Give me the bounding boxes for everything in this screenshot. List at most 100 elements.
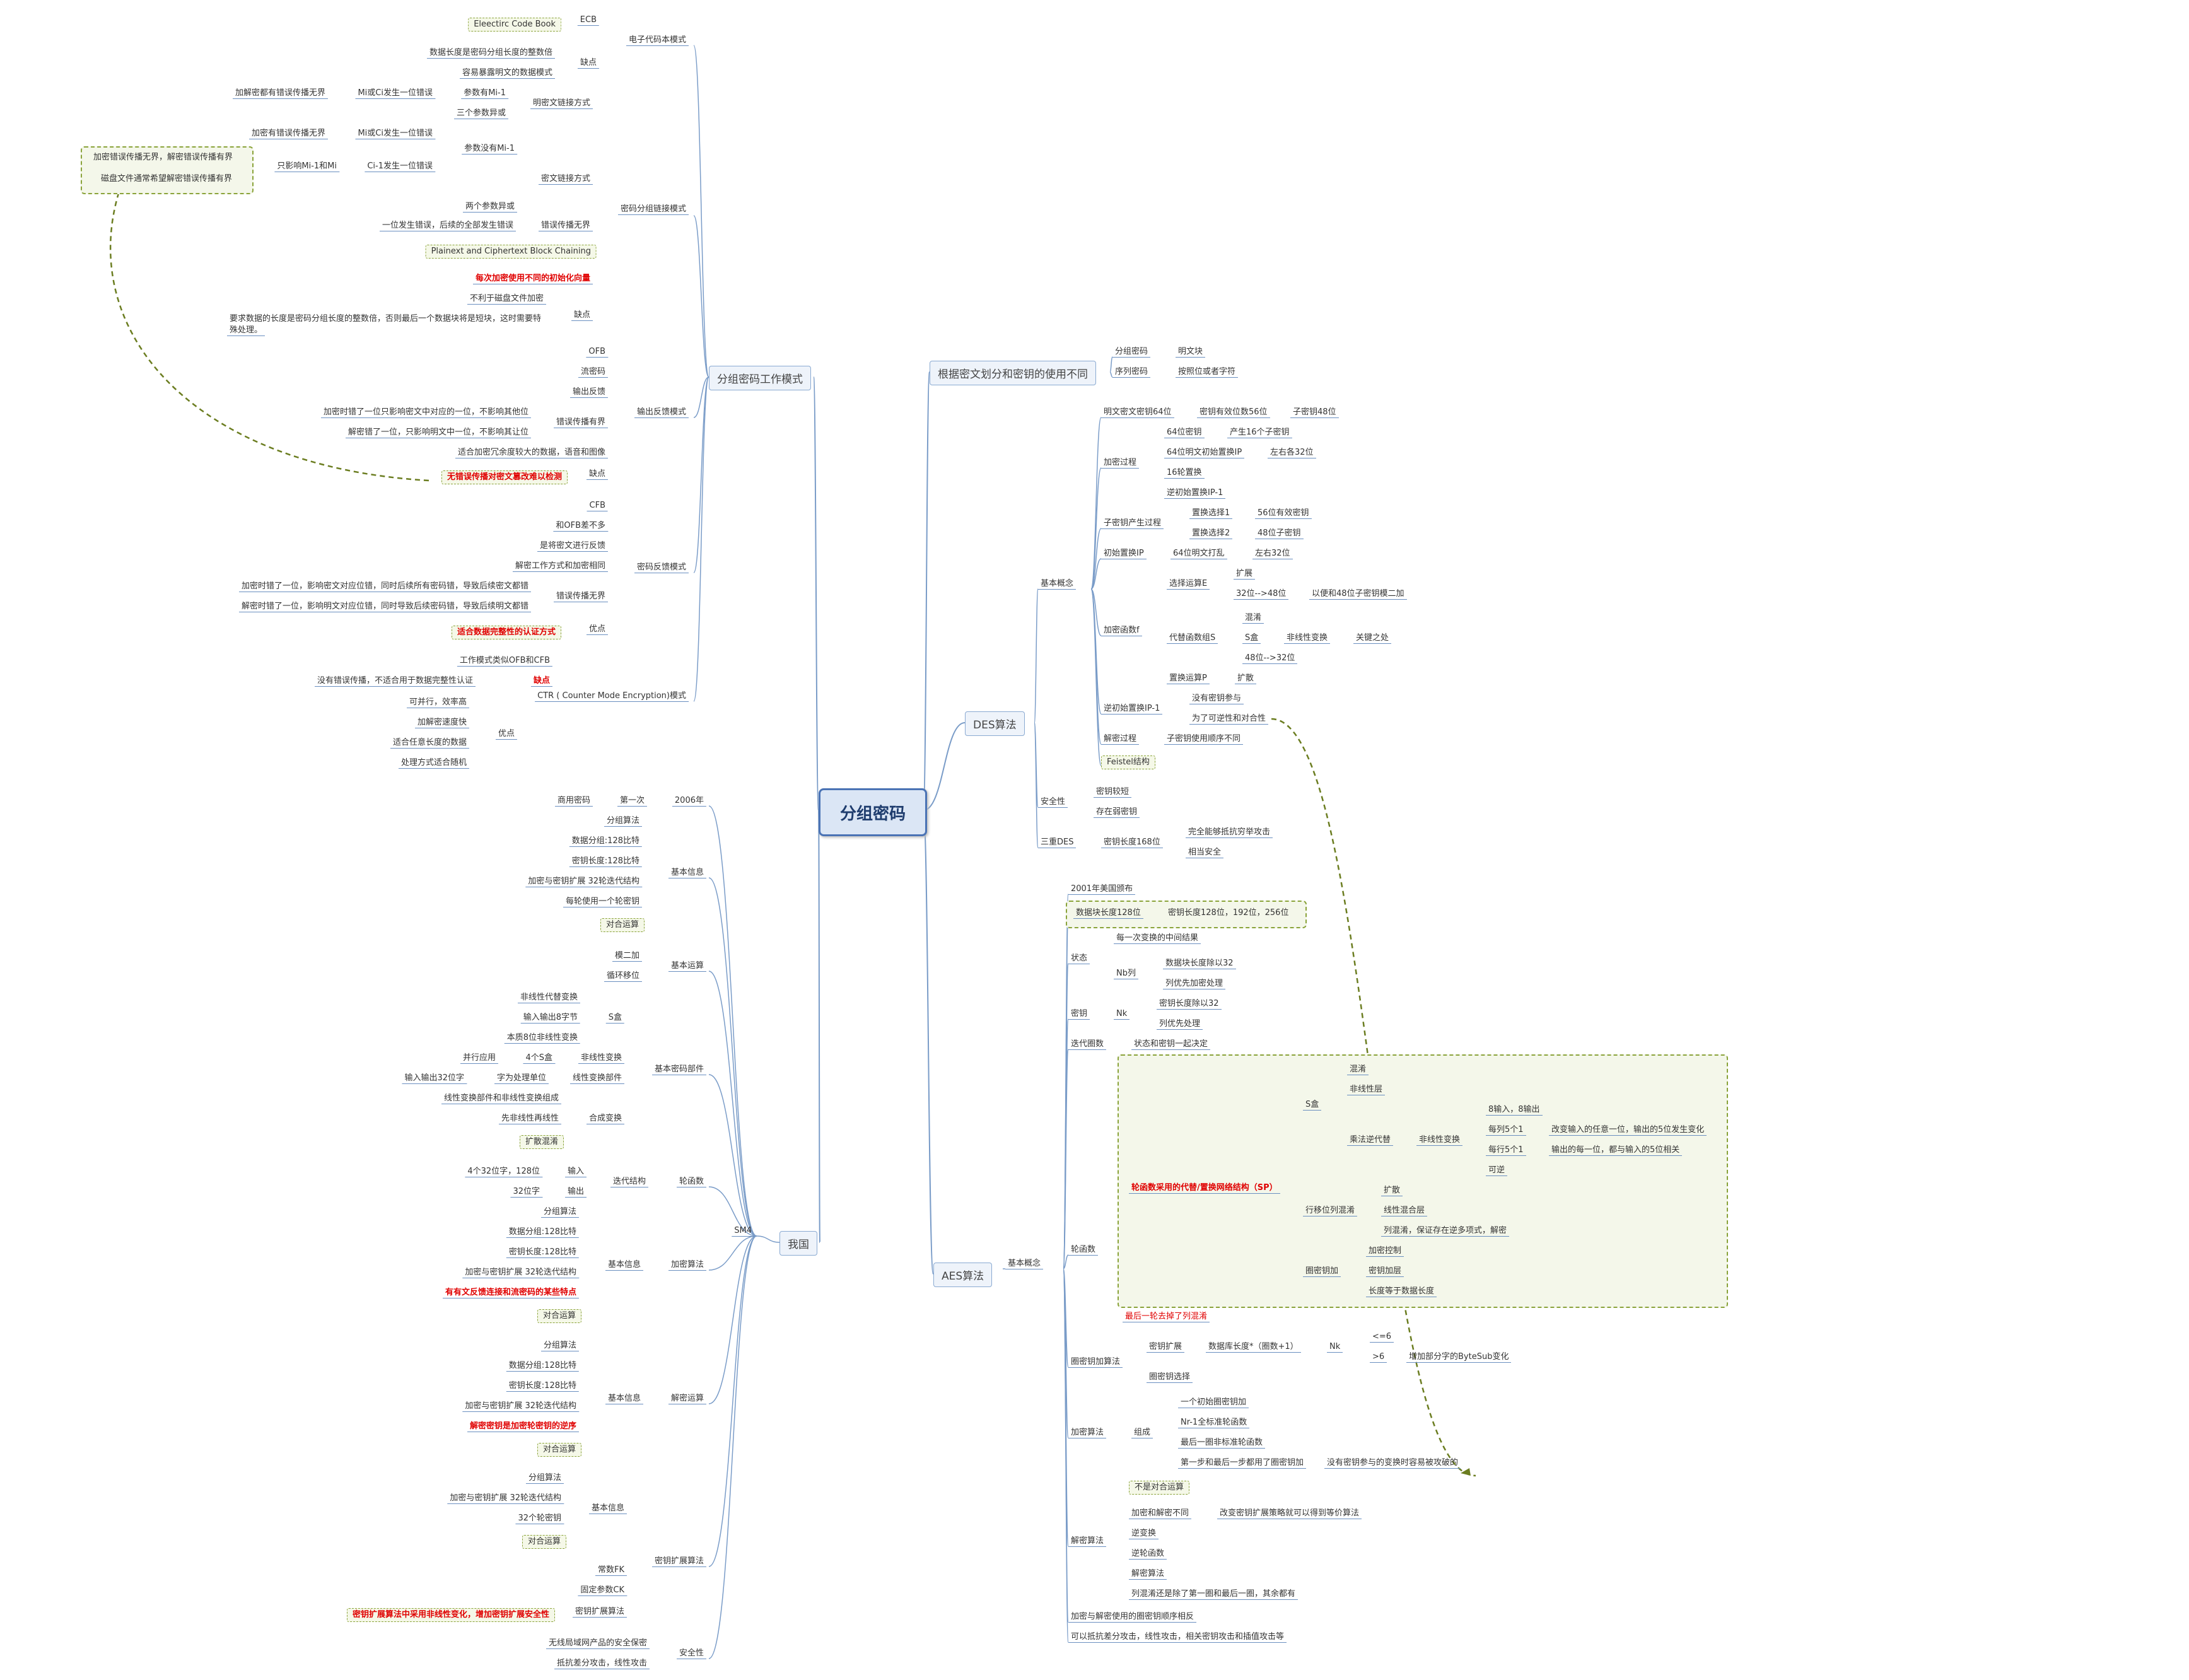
aes-iter[interactable]: 迭代圈数 [1068, 1039, 1107, 1050]
des-e2v: 左右各32位 [1268, 448, 1316, 458]
des-basic[interactable]: 基本概念 [1038, 579, 1077, 590]
ctr-pros[interactable]: 优点 [495, 729, 517, 740]
sm4-e-basic[interactable]: 基本信息 [605, 1260, 643, 1271]
des-sel[interactable]: 选择运算E [1167, 579, 1210, 590]
sm4-basic[interactable]: 基本信息 [668, 868, 706, 878]
des-encp[interactable]: 加密过程 [1101, 458, 1140, 469]
branch-des[interactable]: DES算法 [965, 711, 1025, 736]
aes-shift[interactable]: 行移位列混淆 [1303, 1206, 1358, 1216]
root-node[interactable]: 分组密码 [819, 788, 927, 836]
des-pt-sub: 子密钥48位 [1290, 407, 1339, 418]
ecb-book-box[interactable]: Eleectirc Code Book [468, 18, 561, 32]
ecb-label[interactable]: ECB [577, 15, 599, 26]
aes-comp[interactable]: 组成 [1131, 1428, 1153, 1438]
des-tdes[interactable]: 三重DES [1038, 837, 1077, 848]
aes-rk[interactable]: 圈密钥加算法 [1068, 1357, 1123, 1368]
div-seq-v: 按照位或者字符 [1176, 367, 1239, 378]
branch-division[interactable]: 根据密文划分和密钥的使用不同 [930, 361, 1096, 385]
cbc-iv-note: 每次加密使用不同的初始化向量 [472, 274, 593, 284]
connector [1090, 588, 1102, 766]
aes-dec[interactable]: 解密算法 [1068, 1536, 1107, 1547]
cbm-errprop[interactable]: 错误传播无界 [538, 221, 593, 231]
aes-nk[interactable]: Nk [1114, 1009, 1130, 1020]
branch-aes[interactable]: AES算法 [933, 1263, 993, 1287]
connector [708, 1235, 757, 1659]
des-tdes1[interactable]: 密钥长度168位 [1101, 837, 1163, 848]
ecb-cons[interactable]: 缺点 [577, 58, 599, 69]
des-sub[interactable]: 代替函数组S [1167, 633, 1218, 644]
mode-ctr[interactable]: CTR ( Counter Mode Encryption)模式 [535, 691, 689, 702]
mode-cfb[interactable]: 密码反馈模式 [634, 563, 689, 573]
cbm-err: Mi或Ci发生一位错误 [355, 129, 435, 139]
cbm-nomi[interactable]: 参数没有Mi-1 [462, 144, 517, 155]
sm4-round[interactable]: 轮函数 [676, 1177, 706, 1187]
mode-cbc[interactable]: 密码分组链接模式 [617, 204, 689, 215]
sm4-sec[interactable]: 安全性 [676, 1648, 706, 1659]
sm4-nonlin[interactable]: 非线性变换 [578, 1053, 624, 1064]
sm4-sbox[interactable]: S盒 [605, 1013, 624, 1024]
des-sec[interactable]: 安全性 [1038, 797, 1068, 808]
sm4[interactable]: SM4 [732, 1226, 754, 1237]
ofb-errprop[interactable]: 错误传播有界 [553, 417, 608, 428]
sm4-parts[interactable]: 基本密码部件 [651, 1065, 706, 1075]
aes-nb[interactable]: Nb列 [1114, 969, 1138, 979]
des-perm[interactable]: 置换运算P [1167, 674, 1210, 684]
aes-rf[interactable]: 轮函数 [1068, 1245, 1099, 1256]
div-block[interactable]: 分组密码 [1112, 347, 1151, 358]
branch-china[interactable]: 我国 [779, 1231, 817, 1256]
sm4-lin[interactable]: 线性变换部件 [569, 1073, 624, 1084]
ofb-cons[interactable]: 缺点 [586, 469, 608, 480]
pcbm-prop: 加解密都有错误传播无界 [232, 88, 328, 99]
aes-ke-nk[interactable]: Nk [1327, 1342, 1343, 1353]
aes-basic[interactable]: 基本概念 [1005, 1259, 1044, 1269]
pcbm-mi[interactable]: 参数有Mi-1 [461, 88, 508, 99]
des-ip[interactable]: 初始置换IP [1101, 549, 1147, 559]
sm4-d-basic[interactable]: 基本信息 [605, 1394, 643, 1404]
cfb-errprop[interactable]: 错误传播无界 [553, 592, 608, 602]
sm4-dec[interactable]: 解密运算 [668, 1394, 706, 1404]
div-seq[interactable]: 序列密码 [1112, 367, 1151, 378]
sm4-d4: 加密与密钥扩展 32轮迭代结构 [462, 1401, 579, 1412]
aes-s3[interactable]: 乘法逆代替 [1347, 1135, 1394, 1146]
cbc-cons[interactable]: 缺点 [571, 310, 593, 321]
sm4-b3: 密钥长度:128比特 [569, 856, 642, 867]
des-sub1: 混淆 [1242, 613, 1264, 624]
sm4-op[interactable]: 基本运算 [668, 961, 706, 972]
des-pt[interactable]: 明文密文密钥64位 [1101, 407, 1174, 418]
sm4-b2: 数据分组:128比特 [569, 836, 642, 847]
aes-ke[interactable]: 密钥扩展 [1147, 1342, 1185, 1353]
mode-pcbm[interactable]: 明密文链接方式 [530, 98, 593, 109]
mode-cbm[interactable]: 密文链接方式 [538, 174, 593, 185]
aes-d5: 列混淆还是除了第一圈和最后一圈，其余都有 [1129, 1589, 1299, 1600]
aes-rf-sp[interactable]: 轮函数采用的代替/置换网络结构（SP） [1129, 1183, 1280, 1194]
mode-ecb[interactable]: 电子代码本模式 [626, 35, 689, 46]
des-inv2: 为了可逆性和对合性 [1189, 714, 1269, 725]
sm4-ks[interactable]: 密钥扩展算法 [651, 1556, 706, 1567]
des-decp[interactable]: 解密过程 [1101, 734, 1140, 745]
aes-state[interactable]: 状态 [1068, 954, 1090, 964]
sm4-enc[interactable]: 加密算法 [668, 1260, 706, 1271]
sm4-k-basic[interactable]: 基本信息 [588, 1503, 627, 1514]
sm4-b6: 对合运算 [600, 918, 645, 932]
des-subkey[interactable]: 子密钥产生过程 [1101, 518, 1164, 529]
aes-c2: Nr-1全标准轮函数 [1178, 1418, 1250, 1428]
ctr-like: 工作模式类似OFB和CFB [457, 656, 552, 667]
aes-c4a: 没有密钥参与的变换时容易被攻破的 [1324, 1458, 1461, 1469]
des-f[interactable]: 加密函数f [1101, 626, 1142, 636]
des-inv[interactable]: 逆初始置换IP-1 [1101, 704, 1163, 715]
ctr-cons[interactable]: 缺点 [530, 676, 552, 687]
cfb-pros[interactable]: 优点 [586, 624, 608, 635]
aes-s3a[interactable]: 非线性变换 [1416, 1135, 1463, 1146]
branch-modes[interactable]: 分组密码工作模式 [709, 366, 811, 390]
sm4-comb[interactable]: 合成变换 [586, 1114, 624, 1124]
connector [693, 215, 709, 378]
aes-ark[interactable]: 圈密钥加 [1303, 1266, 1341, 1277]
aes-sbox[interactable]: S盒 [1303, 1100, 1322, 1111]
sm4-2006[interactable]: 2006年 [672, 796, 706, 807]
sm4-iter[interactable]: 迭代结构 [610, 1177, 648, 1187]
cbc-full-name: Plainext and Ciphertext Block Chaining [425, 245, 597, 259]
mode-ofb[interactable]: 输出反馈模式 [634, 407, 689, 418]
aes-key[interactable]: 密钥 [1068, 1009, 1090, 1020]
aes-enc[interactable]: 加密算法 [1068, 1428, 1107, 1438]
sm4-kalg[interactable]: 密钥扩展算法 [572, 1607, 627, 1618]
